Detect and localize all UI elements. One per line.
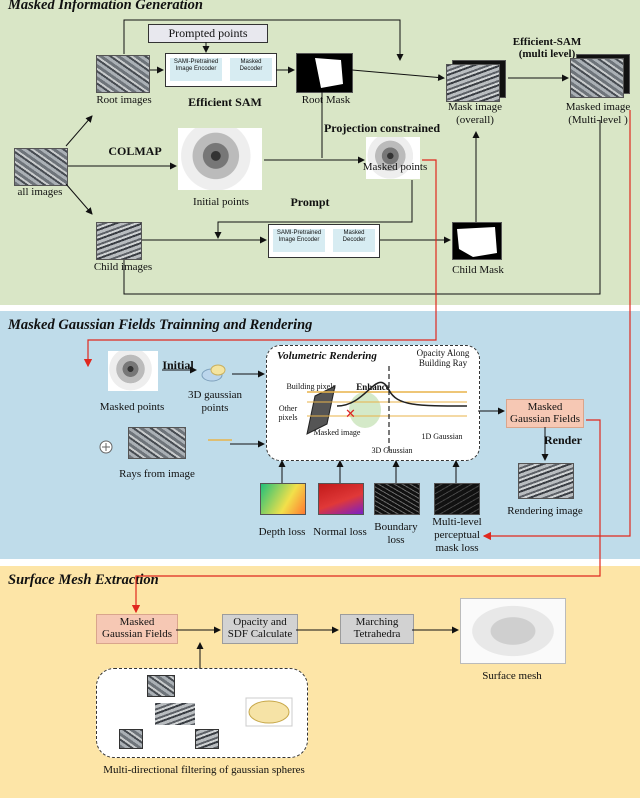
child-image-thumb — [96, 222, 142, 260]
opacity-sdf-box: Opacity and SDF Calculate — [222, 614, 298, 644]
root-images-label: Root images — [96, 94, 152, 106]
center-gaussian-scene — [155, 703, 195, 725]
gaussian-fields-training-panel: Masked Gaussian Fields Trainning and Ren… — [0, 311, 640, 559]
masked-points-label: Masked points — [362, 161, 428, 173]
child-images-label: Child images — [93, 261, 153, 273]
masked-gf-sublabel-2: Gaussian Fields — [102, 628, 172, 640]
volumetric-rendering-label: Volumetric Rendering — [277, 350, 377, 362]
mask-image-thumb — [446, 64, 500, 102]
gaussian-sphere-icon — [245, 697, 293, 727]
gaussian-points-sublabel: points — [201, 402, 229, 414]
root-mask-shape — [315, 58, 343, 88]
normal-loss-label: Normal loss — [313, 526, 367, 538]
surface-mesh-extraction-panel: Surface Mesh Extraction Masked Gaussian … — [0, 566, 640, 798]
root-mask-image — [296, 53, 353, 93]
efficient-sam-multi-sublabel: (multi level) — [518, 48, 576, 60]
rendering-image-thumb — [518, 463, 574, 499]
building-pixels-label: Building pixels — [286, 382, 336, 391]
section-title: Masked Information Generation — [8, 0, 203, 13]
opacity-sublabel: Building Ray — [418, 358, 468, 368]
initial-points-cloud — [178, 128, 262, 190]
all-images-label: all images — [17, 186, 63, 198]
render-label: Render — [544, 433, 582, 447]
gaussian-points-label: 3D gaussian — [187, 389, 243, 401]
masked-points-label-2: Masked points — [99, 401, 165, 413]
ml-loss-label-2: perceptual — [434, 529, 480, 541]
view-thumb-top — [147, 675, 175, 697]
masked-points-cloud-2 — [108, 351, 158, 391]
section-title: Masked Gaussian Fields Trainning and Ren… — [8, 317, 313, 333]
colmap-label: COLMAP — [108, 144, 162, 158]
masked-ml-sublabel: (Multi-level ) — [568, 114, 628, 126]
projection-constrained-label: Projection constrained — [323, 121, 441, 135]
marching-sublabel: Tetrahedra — [353, 628, 401, 640]
view-thumb-right — [195, 729, 219, 749]
efficient-sam-multi-label: Efficient-SAM — [512, 36, 582, 48]
ml-loss-label-3: mask loss — [435, 542, 479, 554]
child-mask-label: Child Mask — [452, 264, 504, 276]
gaussian-ellipsoid-icon — [201, 364, 226, 382]
sam-decoder: Masked Decoder — [230, 58, 272, 81]
sam-block-child: SAMI-Pretrained Image Encoder Masked Dec… — [268, 224, 380, 258]
boundary-loss-sublabel: loss — [387, 534, 405, 546]
all-images-thumb — [14, 148, 68, 186]
ml-loss-label: Multi-level — [432, 516, 482, 528]
prompt-label: Prompt — [290, 195, 330, 209]
masked-information-generation-panel: Masked Information Generation Prompted p… — [0, 0, 640, 305]
opacity-sdf-label: Opacity and — [233, 616, 287, 628]
sam-encoder: SAMI-Pretrained Image Encoder — [170, 58, 222, 81]
masked-gf-sublabel: Gaussian Fields — [510, 413, 580, 425]
masked-gf-label: Masked — [527, 401, 563, 413]
masked-gaussian-fields-box-2: Masked Gaussian Fields — [96, 614, 178, 644]
prompted-points-label: Prompted points — [168, 26, 248, 40]
boundary-loss-label: Boundary — [374, 521, 418, 533]
efficient-sam-label: Efficient SAM — [188, 95, 262, 109]
masked-points-cloud — [366, 137, 420, 179]
prompted-points-box: Prompted points — [148, 24, 268, 43]
normal-loss-image — [318, 483, 364, 515]
marching-tetrahedra-box: Marching Tetrahedra — [340, 614, 414, 644]
multi-directional-label: Multi-directional filtering of gaussian … — [103, 764, 305, 776]
masked-image-label: Masked image — [313, 428, 361, 437]
volumetric-rendering-box: Volumetric Rendering Opacity Along Build… — [266, 345, 480, 461]
root-image-thumb — [96, 55, 150, 93]
marching-label: Marching — [355, 616, 399, 628]
mask-image-sublabel: (overall) — [456, 114, 494, 126]
masked-ml-label: Masked image — [565, 101, 631, 113]
opacity-sdf-sublabel: SDF Calculate — [227, 628, 293, 640]
masked-ml-thumb — [570, 58, 624, 98]
other-pixels-label: Other — [278, 404, 298, 413]
masked-gaussian-fields-box: Masked Gaussian Fields — [506, 399, 584, 428]
other-pixels-sublabel: pixels — [278, 413, 298, 422]
root-mask-label: Root Mask — [301, 94, 351, 106]
sam-decoder: Masked Decoder — [333, 229, 375, 252]
ray-source-image — [128, 427, 186, 459]
boundary-loss-image — [374, 483, 420, 515]
initial-label: Initial — [162, 358, 194, 372]
multi-directional-filter-box — [96, 668, 308, 758]
gaussian-3d-label: 3D Gaussian — [371, 446, 413, 455]
depth-loss-label: Depth loss — [258, 526, 306, 538]
surface-mesh-image — [460, 598, 566, 664]
ml-loss-image — [434, 483, 480, 515]
camera-icon — [99, 440, 113, 454]
sam-encoder: SAMI-Pretrained Image Encoder — [273, 229, 325, 252]
masked-gf-label-2: Masked — [119, 616, 155, 628]
view-thumb-left — [119, 729, 143, 749]
depth-loss-image — [260, 483, 306, 515]
rendering-image-label: Rendering image — [507, 505, 583, 517]
child-mask-shape — [457, 227, 497, 257]
initial-points-label: Initial points — [193, 196, 249, 208]
sam-block-root: SAMI-Pretrained Image Encoder Masked Dec… — [165, 53, 277, 87]
child-mask-image — [452, 222, 502, 260]
mask-image-label: Mask image — [447, 101, 503, 113]
opacity-label: Opacity Along — [416, 348, 470, 358]
gaussian-1d-label: 1D Gaussian — [421, 432, 463, 441]
section-title: Surface Mesh Extraction — [8, 572, 159, 588]
surface-mesh-label: Surface mesh — [482, 670, 542, 682]
rays-from-image-label: Rays from image — [119, 468, 195, 480]
rendering-schematic: ✕ — [306, 366, 468, 454]
svg-text:✕: ✕ — [345, 407, 356, 422]
